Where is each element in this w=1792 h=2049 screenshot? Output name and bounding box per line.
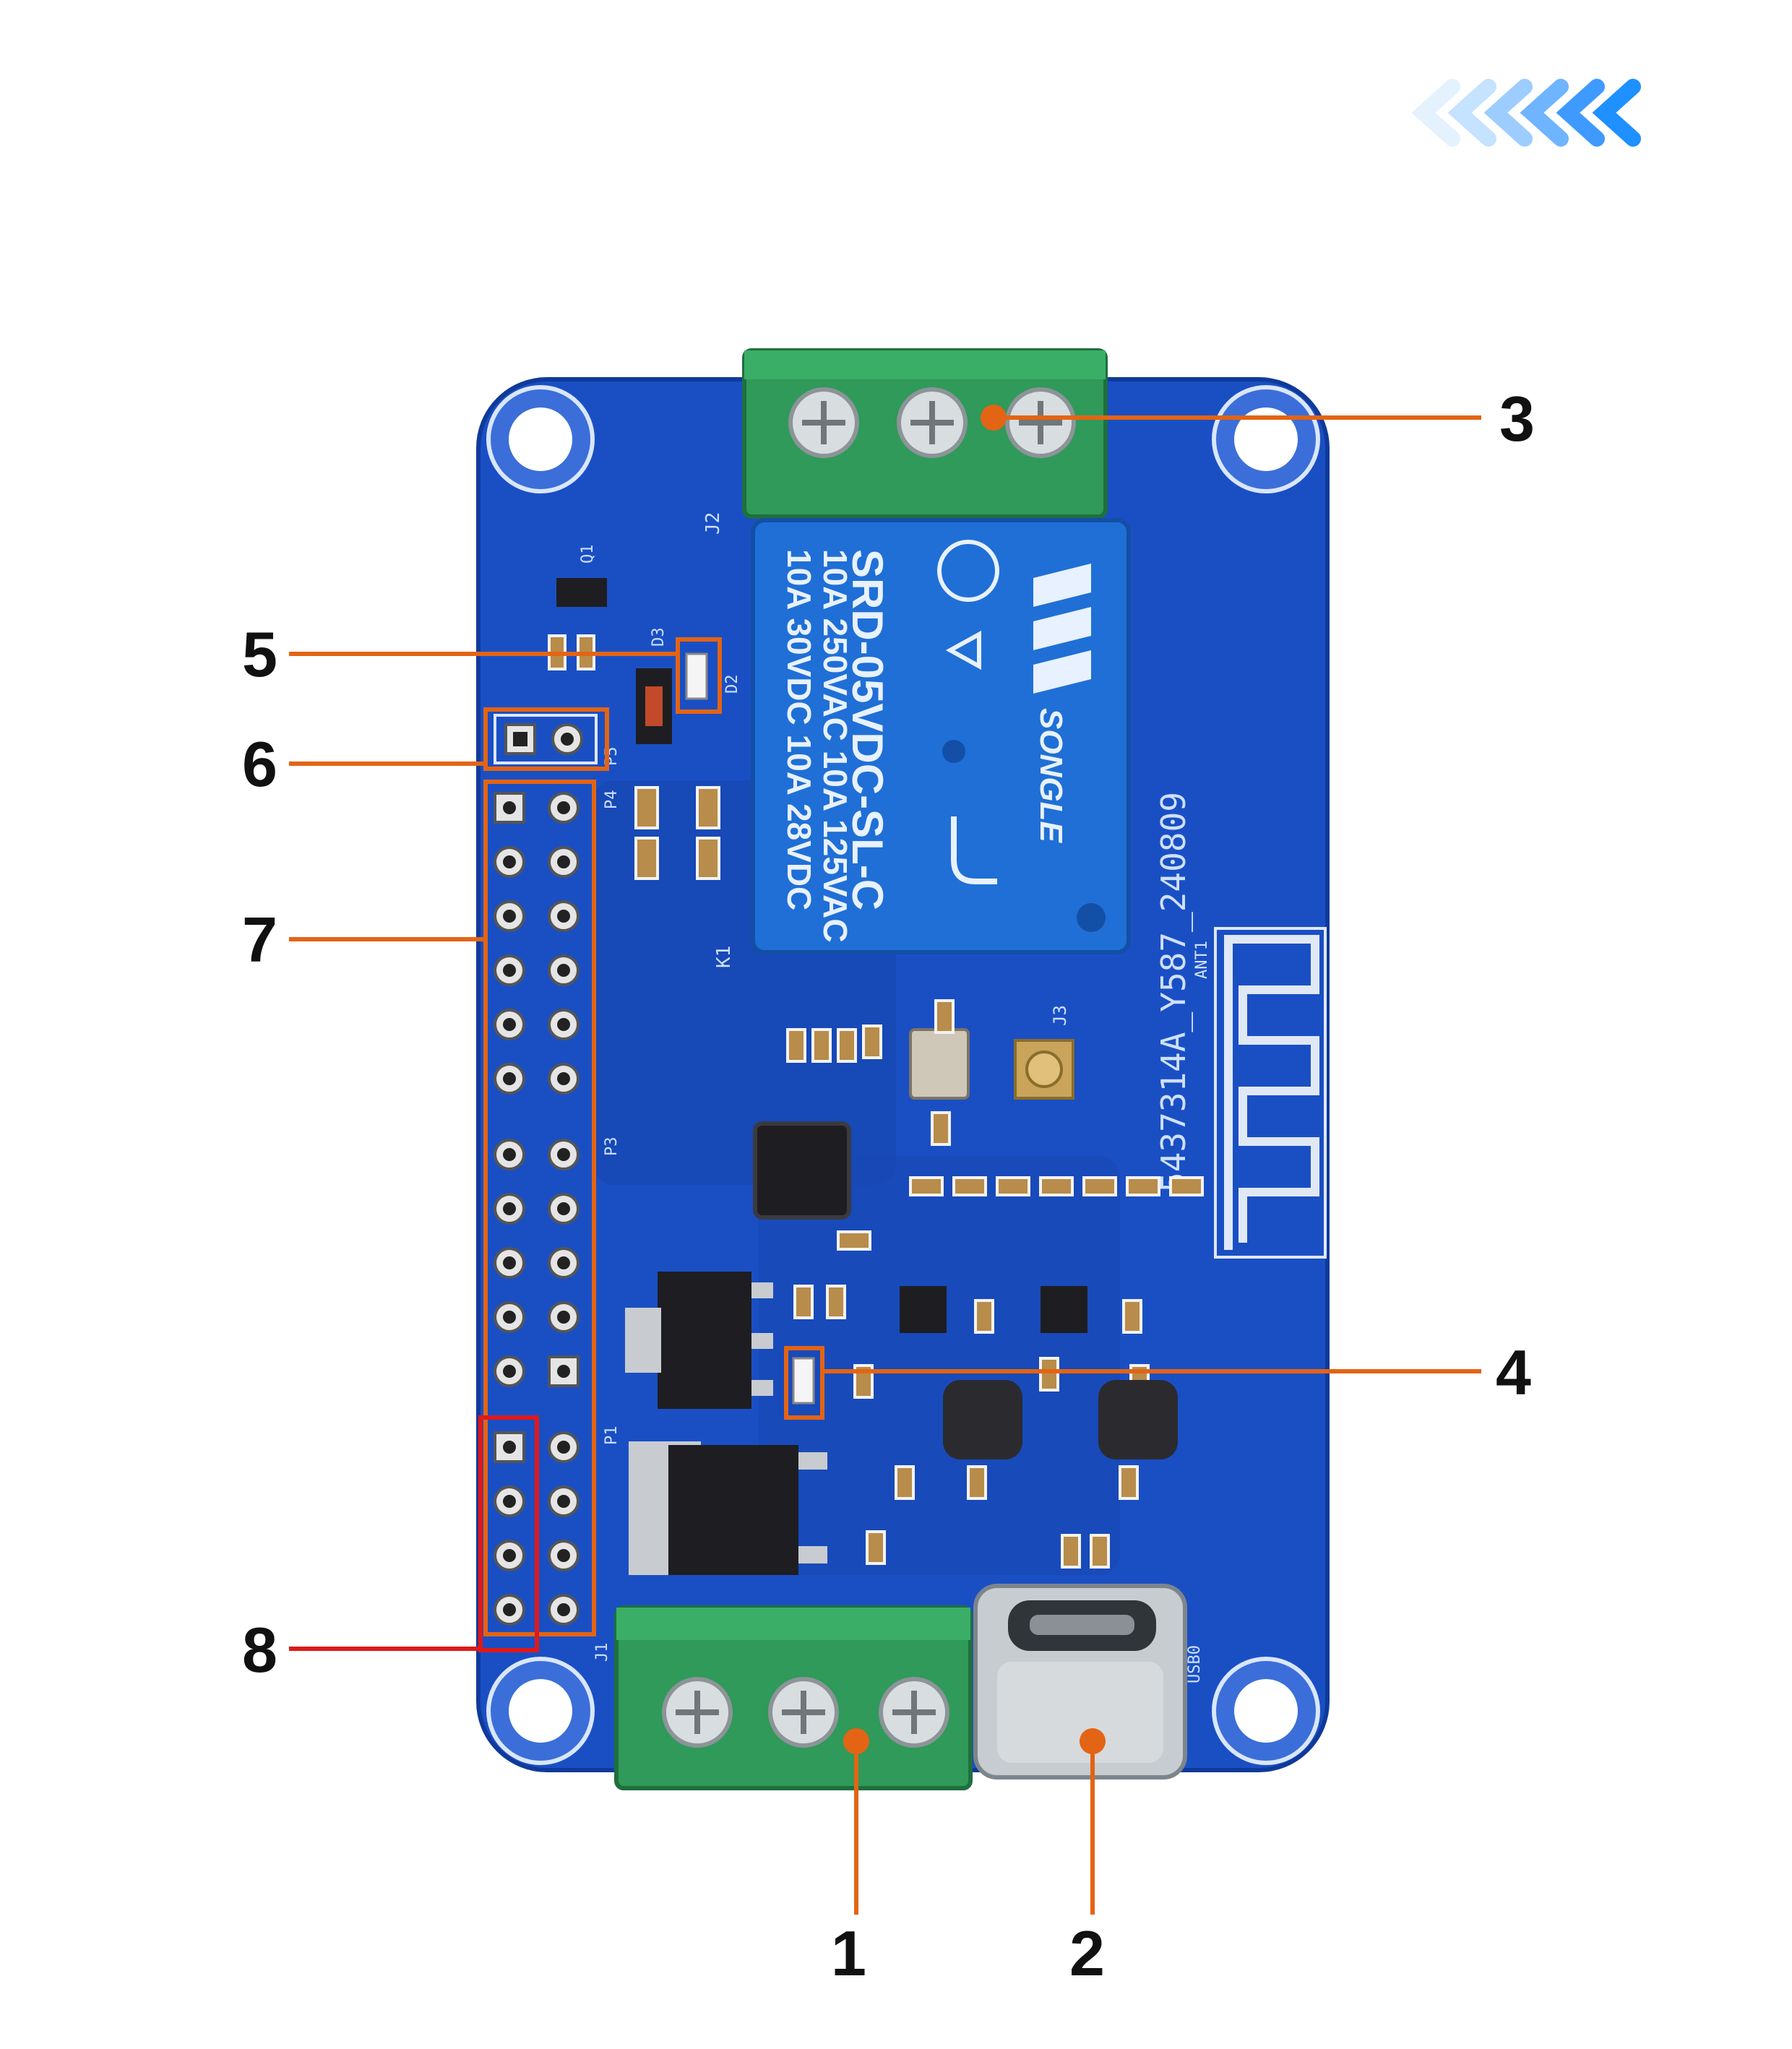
header-pin-hole <box>503 1072 516 1085</box>
header-pin-hole <box>503 1311 516 1324</box>
screw-icon <box>879 1677 949 1748</box>
silkscreen-j2: J2 <box>702 512 724 535</box>
header-pin-hole <box>503 1018 516 1031</box>
header-pin-hole <box>503 1441 516 1454</box>
header-pin-hole <box>503 1256 516 1269</box>
header-pin-hole <box>557 1603 570 1616</box>
header-pin-hole <box>503 1202 516 1215</box>
header-pin-hole <box>557 1311 570 1324</box>
callout-box-6 <box>483 707 609 771</box>
voltage-regulator <box>625 1272 773 1409</box>
silkscreen-p3: P3 <box>603 1137 621 1157</box>
songle-logo-icon <box>1033 564 1091 694</box>
chevron-arrows-icon <box>1411 79 1641 147</box>
callout-number-4: 4 <box>1496 1337 1531 1408</box>
header-pin-hole <box>557 1202 570 1215</box>
callout-number-5: 5 <box>242 618 277 690</box>
silkscreen-j3: J3 <box>1050 1005 1070 1026</box>
header-pin-hole <box>503 855 516 868</box>
screw-icon <box>788 387 859 458</box>
silkscreen-q1: Q1 <box>579 545 597 564</box>
pcb-antenna <box>1214 927 1327 1259</box>
silkscreen-p1: P1 <box>603 1426 621 1446</box>
relay: 10A 250VAC 10A 125VAC 10A 30VDC 10A 28VD… <box>751 518 1131 954</box>
power-terminal-block <box>614 1605 973 1790</box>
silkscreen-ant1: ANT1 <box>1193 941 1211 979</box>
relay-rating-line-2: 10A 30VDC 10A 28VDC <box>780 549 818 910</box>
callout-box-5 <box>676 637 722 714</box>
header-p5 <box>494 714 598 764</box>
silkscreen-k1: K1 <box>713 946 735 968</box>
screw-icon <box>897 387 968 458</box>
transistor-q1 <box>556 578 607 607</box>
header-pin-hole <box>557 1072 570 1085</box>
header-pin-hole <box>557 855 570 868</box>
mcu-chip <box>753 1121 851 1220</box>
relay-rating-line-1: 10A 250VAC 10A 125VAC <box>817 549 854 943</box>
header-pin-hole <box>557 1018 570 1031</box>
diode-d3 <box>636 668 672 744</box>
inductor-1 <box>943 1380 1022 1459</box>
power-led <box>792 1357 815 1405</box>
silkscreen-d2: D2 <box>723 675 741 694</box>
header-pin-hole <box>557 1256 570 1269</box>
inductor-2 <box>1098 1380 1178 1459</box>
rf-connector <box>1014 1039 1074 1100</box>
power-mosfet <box>629 1441 827 1575</box>
status-led-d2 <box>685 652 708 700</box>
callout-number-1: 1 <box>831 1918 866 1989</box>
header-pin-hole <box>503 1495 516 1508</box>
silkscreen-j1: J1 <box>593 1643 611 1662</box>
screw-icon <box>662 1677 733 1748</box>
relay-terminal-block <box>742 348 1108 519</box>
mounting-hole-icon <box>486 1657 595 1765</box>
pin-header <box>494 792 580 1626</box>
ic-u4 <box>1041 1286 1087 1333</box>
silkscreen-usb0: USB0 <box>1186 1645 1204 1683</box>
relay-model: SRD-05VDC-SL-C <box>843 549 892 910</box>
header-pin-hole <box>503 910 516 923</box>
header-pin-hole <box>503 1148 516 1161</box>
mounting-hole-icon <box>1212 1657 1320 1765</box>
screw-icon <box>768 1677 839 1748</box>
header-pin-hole <box>557 1365 570 1378</box>
header-pin-hole <box>557 801 570 814</box>
callout-number-2: 2 <box>1069 1918 1105 1989</box>
callout-box-8 <box>478 1415 539 1652</box>
header-pin-hole <box>557 1148 570 1161</box>
header-pin-hole <box>503 964 516 977</box>
callout-number-7: 7 <box>242 904 277 975</box>
callout-number-3: 3 <box>1499 383 1535 454</box>
ic-u3 <box>900 1286 947 1333</box>
crystal <box>909 1028 970 1100</box>
header-pin-hole <box>557 1495 570 1508</box>
relay-brand: SONGLE <box>1033 708 1069 843</box>
callout-number-8: 8 <box>242 1614 277 1686</box>
silkscreen-p4: P4 <box>603 790 621 810</box>
screw-icon <box>1005 387 1076 458</box>
header-pin-hole <box>557 1441 570 1454</box>
mounting-hole-icon <box>1212 385 1320 493</box>
mounting-hole-icon <box>486 385 595 493</box>
header-pin-hole <box>503 1603 516 1616</box>
header-pin-hole <box>557 964 570 977</box>
silkscreen-d3: D3 <box>650 628 668 647</box>
callout-leader-lines <box>289 405 1481 1915</box>
certification-mark-icon <box>937 540 999 884</box>
header-pin-hole <box>503 801 516 814</box>
callout-box-7 <box>483 780 596 1636</box>
header-pin-hole <box>557 1549 570 1562</box>
callout-number-6: 6 <box>242 728 277 800</box>
usb-c-port <box>973 1584 1187 1780</box>
callout-box-4 <box>784 1346 824 1420</box>
header-pin-hole <box>557 910 570 923</box>
header-pin-hole <box>503 1365 516 1378</box>
header-pin-hole <box>503 1549 516 1562</box>
board-id: 5437314A_Y587_240809 <box>1154 792 1193 1192</box>
